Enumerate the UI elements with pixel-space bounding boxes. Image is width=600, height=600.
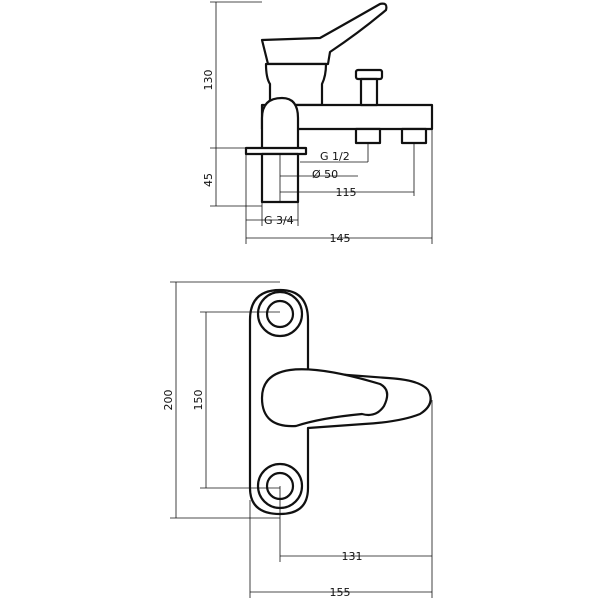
dim-thread-half-label: G 1/2: [320, 150, 350, 163]
top-lever: [260, 368, 389, 428]
side-lever: [260, 2, 388, 66]
top-inlet-upper-inner: [265, 299, 295, 329]
dim-diameter: Ø 50: [280, 168, 358, 181]
top-view: 200 150 131 155: [162, 281, 433, 599]
dim-top-width: 155: [249, 500, 433, 599]
dim-side-height: 130: [202, 1, 262, 149]
dim-side-width-label: 145: [330, 232, 351, 245]
dim-top-height: 200: [162, 281, 280, 519]
side-outlet-left: [354, 127, 382, 145]
dim-diameter-label: Ø 50: [312, 168, 338, 181]
side-diverter-stem: [359, 77, 379, 107]
side-diverter-cap: [354, 68, 384, 81]
dim-side-width: 145: [245, 129, 433, 245]
dim-side-height-label: 130: [202, 70, 215, 91]
dim-top-width-label: 155: [330, 586, 351, 599]
dim-thread-three-quarter-label: G 3/4: [264, 214, 294, 227]
dim-thread-three-quarter: G 3/4: [246, 202, 299, 227]
dim-top-reach: 131: [279, 400, 433, 563]
dim-side-base: 45: [202, 148, 262, 207]
dim-side-base-label: 45: [202, 173, 215, 187]
dim-top-height-label: 200: [162, 390, 175, 411]
side-neck: [260, 96, 300, 152]
dim-top-center-label: 150: [192, 390, 205, 411]
dim-top-reach-label: 131: [342, 550, 363, 563]
dim-spout-reach-label: 115: [336, 186, 357, 199]
dim-spout-reach: 115: [280, 143, 415, 199]
side-view: 130 45 G 1/2 Ø 50 115 G 3: [202, 1, 434, 245]
dim-top-center: 150: [192, 311, 280, 489]
dim-thread-half: G 1/2: [300, 143, 369, 163]
side-outlet-right: [400, 127, 428, 145]
